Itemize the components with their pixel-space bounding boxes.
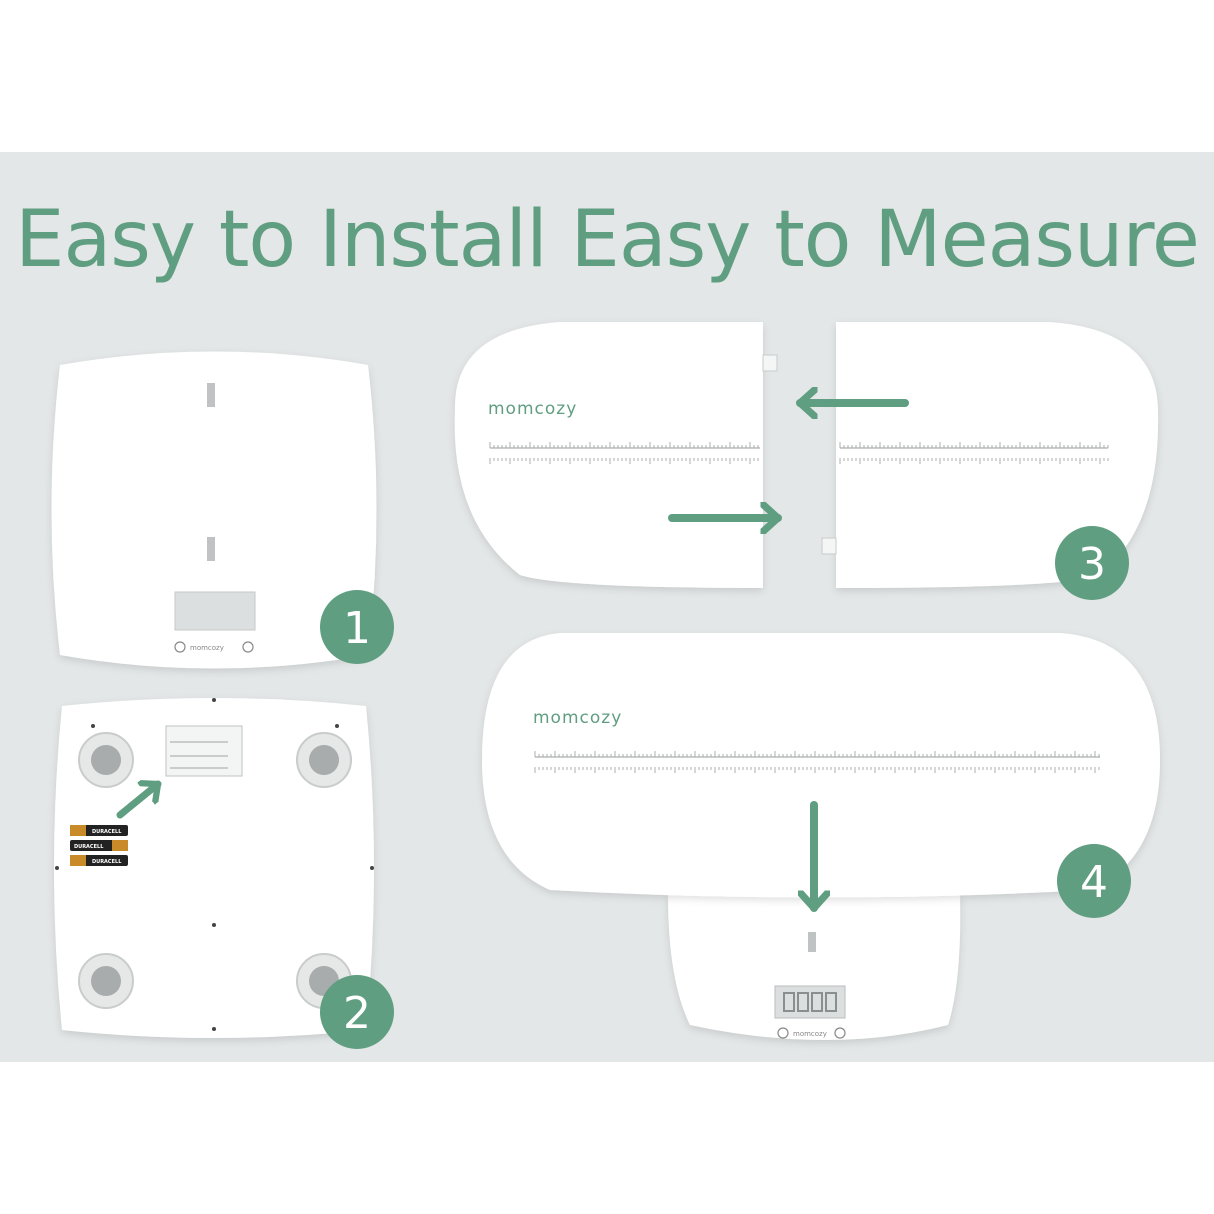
- scale-bottom-view: DURACELL DURACELL DURACELL: [54, 698, 374, 1038]
- arrow-up-right-icon: [116, 784, 162, 819]
- battery-label: DURACELL: [74, 844, 104, 850]
- lcd-display: [174, 591, 256, 631]
- lcd-display: [774, 985, 846, 1019]
- step-badge-3: 3: [1055, 526, 1129, 600]
- measuring-ruler: [489, 442, 1109, 464]
- power-icon: [834, 1027, 846, 1039]
- step-number-1: 1: [343, 603, 371, 654]
- battery-compartment: [165, 725, 243, 777]
- battery-label: DURACELL: [92, 859, 122, 865]
- brand-logo: momcozy: [488, 399, 577, 419]
- mount-slot: [207, 383, 215, 407]
- step-number-4: 4: [1080, 857, 1108, 908]
- device-logo: momcozy: [190, 644, 224, 652]
- power-icon: [242, 641, 254, 653]
- mount-slot: [808, 932, 816, 952]
- page-title: Easy to Install Easy to Measure: [15, 195, 1200, 285]
- device-logo: momcozy: [793, 1030, 827, 1038]
- tare-icon: [777, 1027, 789, 1039]
- brand-logo: momcozy: [533, 708, 622, 728]
- scale-top-view: momcozy: [51, 351, 377, 669]
- batteries: DURACELL DURACELL DURACELL: [70, 825, 128, 866]
- step-badge-4: 4: [1057, 844, 1131, 918]
- tray-on-scale: momcozy momcozy: [482, 633, 1160, 1040]
- tray-connector: [762, 354, 778, 372]
- step-badge-2: 2: [320, 975, 394, 1049]
- measuring-ruler: [534, 751, 1100, 773]
- step-badge-1: 1: [320, 590, 394, 664]
- tray-connector: [821, 537, 837, 555]
- tray-halves: momcozy: [454, 322, 1159, 588]
- battery-label: DURACELL: [92, 829, 122, 835]
- step-number-3: 3: [1078, 539, 1106, 590]
- mount-slot: [207, 537, 215, 561]
- step-number-2: 2: [343, 988, 371, 1039]
- tare-icon: [174, 641, 186, 653]
